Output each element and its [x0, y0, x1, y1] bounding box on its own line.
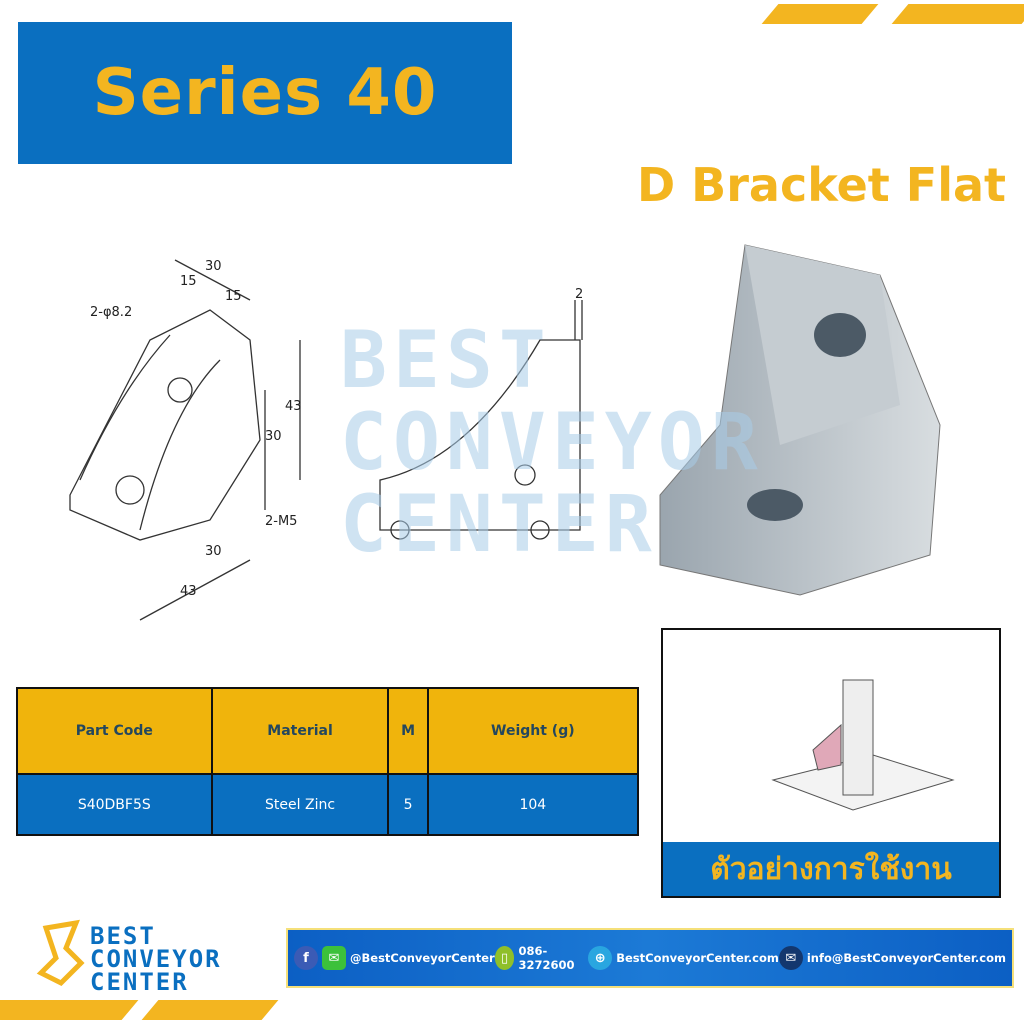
- m-cell: 5: [387, 773, 429, 836]
- decor-stripe: [891, 4, 1024, 24]
- facebook-icon: f: [294, 946, 318, 970]
- material-cell: Steel Zinc: [210, 773, 390, 836]
- column-header: Part Code: [16, 687, 213, 775]
- logo-line: BEST: [90, 922, 156, 950]
- logo-line: CONVEYOR: [90, 945, 222, 973]
- technical-drawing: 30 15 15 2-φ8.2 43 30 2-M5 30 43 2: [69, 259, 583, 621]
- page-title: Series 40: [92, 56, 438, 130]
- dim-label: 30: [205, 544, 222, 559]
- email-address: info@BestConveyorCenter.com: [806, 951, 1006, 965]
- dim-label: 30: [265, 429, 282, 444]
- decor-stripe: [761, 4, 879, 24]
- weight-cell: 104: [426, 773, 640, 836]
- usage-label: ตัวอย่างการใช้งาน: [663, 842, 999, 896]
- dim-label: 30: [205, 259, 222, 274]
- contact-bar: f✉@BestConveyorCenter ▯086-3272600 ⊕Best…: [286, 928, 1014, 988]
- social-handle: @BestConveyorCenter: [350, 951, 495, 965]
- website-contact[interactable]: ⊕BestConveyorCenter.com: [588, 946, 779, 970]
- website-link: BestConveyorCenter.com: [616, 951, 779, 965]
- part-code-cell: S40DBF5S: [16, 773, 213, 836]
- logo-text: BEST CONVEYOR CENTER: [90, 922, 222, 996]
- email-contact[interactable]: ✉info@BestConveyorCenter.com: [778, 946, 1006, 970]
- mail-icon: ✉: [778, 946, 803, 970]
- line-icon: ✉: [322, 946, 346, 970]
- product-name: D Bracket Flat: [636, 158, 1006, 212]
- spec-table: Part Code Material M Weight (g) S40DBF5S…: [16, 687, 640, 836]
- phone-contact[interactable]: ▯086-3272600: [494, 944, 589, 972]
- phone-icon: ▯: [494, 946, 515, 970]
- decor-stripe: [0, 1000, 139, 1020]
- title-banner: Series 40: [18, 22, 512, 164]
- decor-stripe: [141, 1000, 279, 1020]
- social-contact[interactable]: f✉ @BestConveyorCenter: [294, 946, 495, 970]
- phone-number: 086-3272600: [518, 944, 575, 972]
- dim-label: 43: [285, 399, 302, 414]
- dim-label: 2-M5: [265, 514, 297, 529]
- table-row: S40DBF5S Steel Zinc 5 104: [16, 773, 640, 836]
- dim-label: 15: [225, 289, 242, 304]
- usage-example-panel: ตัวอย่างการใช้งาน: [661, 628, 1001, 898]
- column-header: Material: [210, 687, 390, 775]
- column-header: Weight (g): [426, 687, 640, 775]
- globe-icon: ⊕: [588, 946, 613, 970]
- usage-illustration: [771, 679, 955, 811]
- logo-icon: [36, 919, 85, 987]
- dim-label: 2: [575, 287, 583, 302]
- dim-label: 15: [180, 274, 197, 289]
- dim-label: 2-φ8.2: [90, 305, 132, 320]
- column-header: M: [387, 687, 429, 775]
- logo-line: CENTER: [90, 968, 189, 996]
- dim-label: 43: [180, 584, 197, 599]
- product-photo: [659, 244, 941, 596]
